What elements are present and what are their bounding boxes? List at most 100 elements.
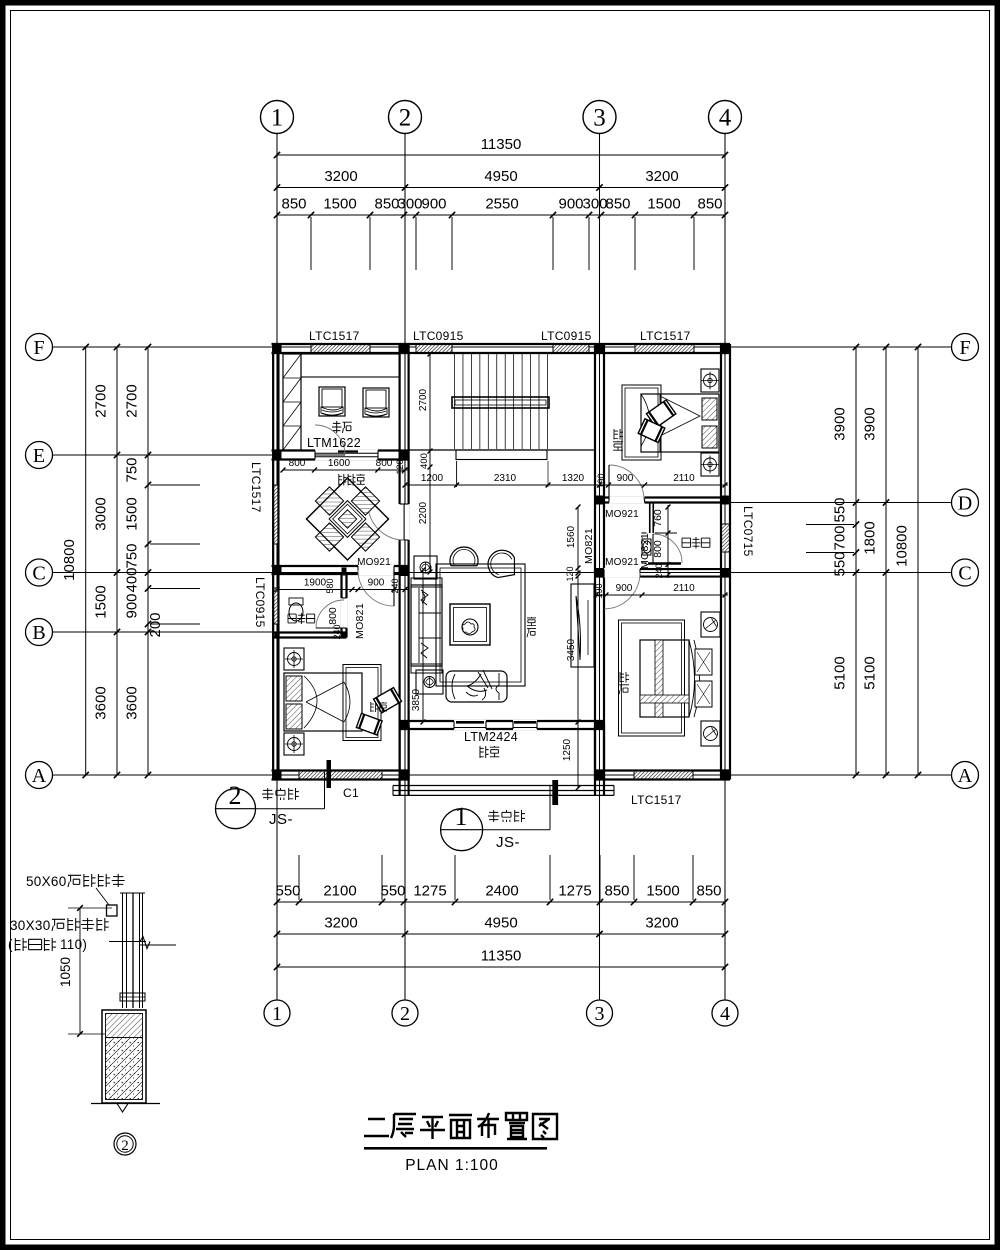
svg-text:900: 900 [616, 583, 633, 594]
svg-text:LTC0915: LTC0915 [413, 329, 464, 343]
svg-text:550: 550 [832, 497, 849, 522]
svg-text:LTC0915: LTC0915 [253, 577, 267, 628]
svg-text:50X60: 50X60 [26, 874, 67, 889]
svg-text:900: 900 [558, 196, 583, 213]
svg-text:1275: 1275 [558, 883, 591, 900]
svg-text:700: 700 [832, 525, 849, 550]
svg-text:1250: 1250 [562, 738, 573, 761]
svg-text:2310: 2310 [494, 473, 517, 484]
svg-text:850: 850 [374, 196, 399, 213]
svg-text:4: 4 [720, 1003, 730, 1025]
svg-text:2700: 2700 [93, 384, 110, 417]
svg-text:1500: 1500 [93, 585, 110, 618]
svg-text:A: A [958, 765, 973, 787]
svg-text:1800: 1800 [862, 521, 879, 554]
svg-text:760: 760 [652, 509, 664, 527]
svg-text:1500: 1500 [323, 196, 356, 213]
svg-text:2700: 2700 [124, 384, 141, 417]
svg-text:120: 120 [565, 566, 575, 581]
svg-text:2: 2 [229, 781, 242, 810]
svg-text:C1: C1 [343, 786, 359, 800]
svg-text:240: 240 [390, 578, 400, 593]
svg-text:240: 240 [654, 563, 664, 578]
svg-text:E: E [33, 445, 45, 467]
svg-text:400: 400 [419, 453, 430, 469]
svg-text:10800: 10800 [894, 525, 911, 567]
svg-text:LTC0715: LTC0715 [741, 506, 755, 557]
svg-text:3200: 3200 [324, 915, 357, 932]
svg-text:JS-: JS- [269, 811, 293, 828]
svg-text:3: 3 [593, 105, 606, 132]
svg-text:550: 550 [832, 551, 849, 576]
svg-text:3000: 3000 [93, 497, 110, 530]
svg-text:2400: 2400 [485, 883, 518, 900]
svg-text:300: 300 [397, 196, 422, 213]
svg-text:2: 2 [121, 1138, 129, 1154]
svg-text:LTM1622: LTM1622 [307, 436, 361, 450]
svg-text:900: 900 [368, 578, 385, 589]
svg-text:2700: 2700 [418, 388, 429, 411]
svg-text:800: 800 [652, 540, 664, 558]
svg-text:30X30: 30X30 [10, 918, 51, 933]
svg-text:C: C [958, 563, 971, 585]
svg-text:3600: 3600 [124, 686, 141, 719]
svg-text:1500: 1500 [647, 196, 680, 213]
svg-text:1500: 1500 [124, 497, 141, 530]
svg-text:3: 3 [595, 1003, 605, 1025]
svg-text:400: 400 [124, 567, 141, 592]
svg-text:2550: 2550 [485, 196, 518, 213]
svg-text:850: 850 [605, 196, 630, 213]
svg-text:900: 900 [421, 196, 446, 213]
svg-text:11350: 11350 [481, 948, 522, 965]
svg-text:1500: 1500 [646, 883, 679, 900]
svg-text:MO821: MO821 [583, 528, 595, 564]
svg-text:2100: 2100 [323, 883, 356, 900]
svg-text:2: 2 [399, 105, 412, 132]
svg-text:850: 850 [697, 196, 722, 213]
svg-text:MO821: MO821 [639, 533, 651, 569]
svg-text:1560: 1560 [566, 525, 577, 548]
svg-text:4950: 4950 [484, 168, 517, 185]
svg-text:F: F [959, 337, 970, 359]
svg-text:1900: 1900 [304, 578, 327, 589]
svg-text:LTC1517: LTC1517 [631, 793, 682, 807]
svg-text:3200: 3200 [324, 168, 357, 185]
svg-text:850: 850 [281, 196, 306, 213]
svg-text:LTC1517: LTC1517 [249, 462, 263, 513]
svg-text:1200: 1200 [421, 473, 444, 484]
svg-text:900: 900 [124, 593, 141, 618]
svg-text:3200: 3200 [645, 915, 678, 932]
svg-text:3200: 3200 [645, 168, 678, 185]
svg-text:A: A [32, 765, 47, 787]
svg-text:5100: 5100 [862, 656, 879, 689]
svg-text:2: 2 [400, 1003, 410, 1025]
svg-text:C: C [32, 563, 45, 585]
svg-text:MO821: MO821 [354, 603, 366, 639]
svg-text:850: 850 [604, 883, 629, 900]
svg-text:3450: 3450 [566, 638, 577, 661]
svg-text:MO921: MO921 [605, 557, 639, 568]
svg-text:LTC1517: LTC1517 [640, 329, 691, 343]
svg-text:750: 750 [124, 543, 141, 568]
svg-text:2110: 2110 [673, 473, 695, 484]
svg-text:1: 1 [272, 1003, 282, 1025]
svg-text:800: 800 [289, 458, 306, 469]
svg-text:800: 800 [327, 607, 339, 625]
svg-text:550: 550 [275, 883, 300, 900]
svg-text:5100: 5100 [832, 656, 849, 689]
svg-text:190: 190 [594, 583, 604, 598]
svg-text:110): 110) [60, 937, 87, 952]
svg-text:2200: 2200 [418, 501, 429, 524]
svg-text:1600: 1600 [328, 458, 351, 469]
svg-text:(: ( [8, 937, 13, 952]
svg-text:550: 550 [380, 883, 405, 900]
svg-text:LTC0915: LTC0915 [541, 329, 592, 343]
svg-text:B: B [32, 622, 45, 644]
svg-text:240: 240 [332, 624, 342, 639]
svg-text:3850: 3850 [411, 688, 422, 711]
svg-text:1: 1 [455, 802, 468, 831]
svg-text:11350: 11350 [481, 136, 522, 153]
svg-text:10800: 10800 [61, 539, 78, 581]
svg-text:PLAN 1:100: PLAN 1:100 [405, 1157, 499, 1174]
svg-text:1320: 1320 [562, 473, 585, 484]
